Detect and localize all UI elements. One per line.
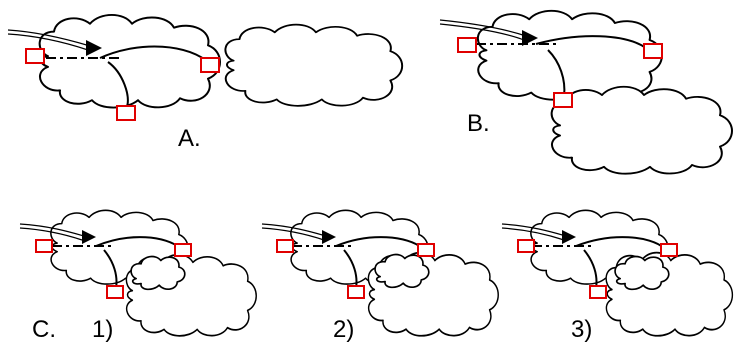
port <box>116 105 136 121</box>
incoming-line <box>261 227 325 241</box>
cloud-b-top <box>476 9 663 101</box>
panel-c1: 1) <box>19 209 258 343</box>
curve-path <box>583 249 598 289</box>
curve-path <box>575 236 665 249</box>
incoming-line <box>501 223 567 237</box>
incoming-line <box>501 227 565 241</box>
incoming-line <box>439 23 525 41</box>
panel-b: B. <box>439 9 733 175</box>
curve-path <box>343 249 358 289</box>
port <box>25 48 45 64</box>
arrow-head <box>562 230 576 244</box>
label-c2: 2) <box>333 316 354 343</box>
port <box>660 243 678 257</box>
port <box>174 243 192 257</box>
label-a: A. <box>178 125 201 152</box>
cloud-a-right <box>224 23 404 107</box>
curve-path <box>547 49 566 97</box>
panel-c2: 2) <box>261 209 500 343</box>
label-c3: 3) <box>571 316 592 343</box>
label-b: B. <box>467 110 490 137</box>
port <box>417 243 435 257</box>
port <box>347 285 365 299</box>
port <box>106 285 124 299</box>
port <box>457 37 477 53</box>
label-c: C. <box>32 316 56 343</box>
incoming-line <box>439 19 527 37</box>
curve-path <box>535 35 647 49</box>
panel-a: A. <box>7 13 404 152</box>
incoming-line <box>261 223 327 237</box>
port <box>553 92 573 108</box>
port <box>517 239 535 253</box>
incoming-line <box>19 227 83 241</box>
panel-c3: 3) <box>501 209 734 343</box>
cloud-b-bottom <box>550 85 733 175</box>
incoming-line <box>7 33 89 51</box>
arrow-head <box>82 230 96 244</box>
arrow-head <box>86 40 102 56</box>
port <box>276 239 294 253</box>
arrow-head <box>322 230 336 244</box>
curve-path <box>103 249 118 289</box>
port <box>589 285 607 299</box>
cloud-a-left <box>38 13 222 109</box>
label-c1: 1) <box>92 316 113 343</box>
incoming-line <box>7 29 91 47</box>
port <box>200 57 220 73</box>
incoming-line <box>19 223 85 237</box>
port <box>35 239 53 253</box>
port <box>643 43 663 59</box>
arrow-head <box>522 30 538 46</box>
